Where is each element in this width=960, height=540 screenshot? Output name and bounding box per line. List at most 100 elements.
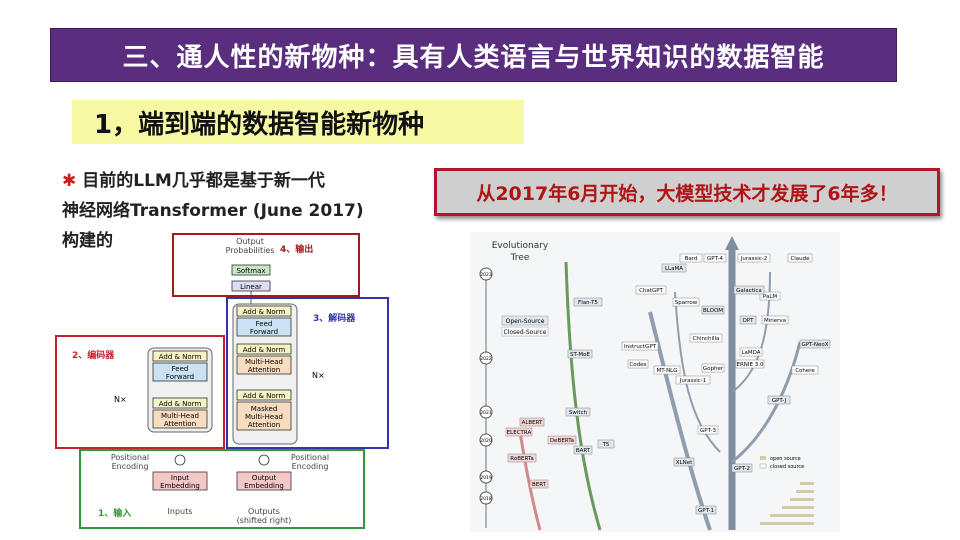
encoder-mh-line2: Attention (164, 420, 196, 428)
label-output: 4、输出 (280, 243, 313, 255)
model-cohere: Cohere (795, 368, 815, 374)
outputs-label-1: Outputs (248, 507, 280, 516)
label-decoder: 3、解码器 (313, 312, 356, 324)
encoder-addnorm-2-label: Add & Norm (159, 353, 202, 361)
decoder-ff-line2: Forward (250, 328, 278, 336)
decoder-masked-multihead (236, 401, 292, 431)
pos-enc-left-1: Positional (111, 453, 149, 462)
legend-closed-source (501, 326, 549, 337)
model-chatgpt: ChatGPT (639, 288, 663, 294)
evolutionary-tree: Evolutionary Tree 2023 2022 2021 2020 20… (470, 232, 840, 532)
tree-title-1: Evolutionary (492, 241, 549, 251)
decoder-nx: N× (312, 371, 325, 380)
encoder-addnorm-2 (152, 350, 208, 362)
input-emb-line2: Embedding (160, 482, 200, 490)
tree-title-2: Tree (510, 253, 530, 263)
trunk-arrow (725, 236, 739, 250)
model-opt: OPT (742, 318, 754, 324)
model-gopher: Gopher (703, 366, 724, 372)
decoder-mh-line2: Attention (248, 366, 280, 374)
year-2021: 2021 (480, 410, 492, 416)
model-galactica: Galactica (736, 288, 762, 294)
model-bart: BART (576, 448, 591, 454)
model-chinchilla: Chinchilla (693, 336, 720, 342)
legend-open-label: Open-Source (506, 318, 545, 325)
input-emb-line1: Input (171, 474, 189, 482)
model-bloom: BLOOM (703, 308, 723, 314)
highlight-banner: 从2017年6月开始，大模型技术才发展了6年多！ (434, 168, 940, 216)
year-markers: 2023 2022 2021 2020 2019 2018 (479, 267, 493, 505)
bullet-star-icon: ✱ (62, 171, 77, 191)
model-lamda: LaMDA (741, 350, 760, 356)
decoder-addnorm-2 (236, 343, 292, 355)
bar-6 (760, 522, 814, 525)
bar-3 (790, 498, 814, 501)
decoder-ff-line1: Feed (256, 320, 273, 328)
encoder-multihead (152, 409, 208, 429)
encoder-nx: N× (114, 395, 127, 404)
bar-2 (796, 490, 814, 493)
bar-legend-open: open source (770, 456, 801, 462)
model-ernie3: ERNIE 3.0 (736, 362, 764, 368)
model-gpt1: GPT-1 (698, 508, 714, 514)
decoder-mh-line1: Multi-Head (245, 358, 283, 366)
model-electra: ELECTRA (507, 430, 532, 436)
encoder-ff-line2: Forward (166, 373, 194, 381)
model-switch: Switch (569, 410, 588, 416)
year-2018: 2018 (480, 496, 492, 502)
year-2020: 2020 (480, 438, 492, 444)
masked-mh-line1: Masked (251, 405, 278, 413)
encoder-feed-forward (152, 362, 208, 382)
model-gpt-neox: GPT-NeoX (801, 342, 828, 348)
model-mt-nlg: MT-NLG (656, 368, 677, 374)
model-bard: Bard (685, 256, 698, 262)
page-title: 三、通人性的新物种：具有人类语言与世界知识的数据智能 (50, 28, 897, 82)
input-embedding-box (152, 471, 208, 491)
transformer-diagram: 4、输出 Output Probabilities Softmax Linear… (55, 233, 389, 529)
decoder-addnorm-3-label: Add & Norm (243, 308, 286, 316)
model-gpt3: GPT-3 (700, 428, 716, 434)
bar-legend: open source closed source (759, 456, 814, 525)
bar-legend-closed: closed source (770, 464, 804, 470)
branch-encoder (518, 431, 542, 531)
masked-mh-line2: Multi-Head (245, 413, 283, 421)
output-emb-line2: Embedding (244, 482, 284, 490)
model-albert: ALBERT (522, 420, 543, 426)
year-2019: 2019 (480, 475, 492, 481)
encoder-mh-line1: Multi-Head (161, 412, 199, 420)
input-frame (79, 449, 365, 529)
encoder-addnorm-1 (152, 397, 208, 409)
label-input: 1、输入 (98, 507, 131, 519)
model-jurassic1: Jurassic-1 (679, 378, 707, 384)
description: ✱目前的LLM几乎都是基于新一代 神经网络Transformer (June 2… (62, 166, 422, 256)
model-gpt4: GPT-4 (707, 256, 723, 262)
model-instructgpt: InstructGPT (624, 344, 657, 350)
output-emb-line1: Output (252, 474, 277, 482)
model-gpt2: GPT-2 (734, 466, 750, 472)
model-t5: T5 (602, 442, 610, 448)
decoder-addnorm-2-label: Add & Norm (243, 346, 286, 354)
bar-5 (770, 514, 814, 517)
model-palm: PaLM (763, 294, 778, 300)
legend-open-source (501, 315, 549, 326)
description-line-3: 构建的 (62, 231, 113, 251)
decoder-feed-forward (236, 317, 292, 337)
linear-label: Linear (240, 283, 262, 291)
model-minerva: Minerva (764, 318, 786, 324)
model-bert: BERT (532, 482, 547, 488)
model-gpt-j: GPT-J (772, 398, 787, 404)
bar-4 (782, 506, 814, 509)
branch-decoder-4 (731, 271, 771, 393)
legend-closed-label: Closed-Source (504, 329, 547, 336)
softmax-box (231, 264, 271, 276)
add-circle-right (258, 454, 270, 466)
decoder-addnorm-1-label: Add & Norm (243, 392, 286, 400)
model-jurassic2: Jurassic-2 (740, 256, 768, 262)
decoder-addnorm-3 (236, 305, 292, 317)
model-labels: Bard GPT-4 Jurassic-2 Claude LLaMA ChatG… (505, 253, 831, 515)
masked-mh-line3: Attention (248, 421, 280, 429)
decoder-addnorm-1 (236, 389, 292, 401)
pos-enc-right-1: Positional (291, 453, 329, 462)
output-frame (172, 233, 360, 297)
pos-enc-left-2: Encoding (112, 462, 149, 471)
